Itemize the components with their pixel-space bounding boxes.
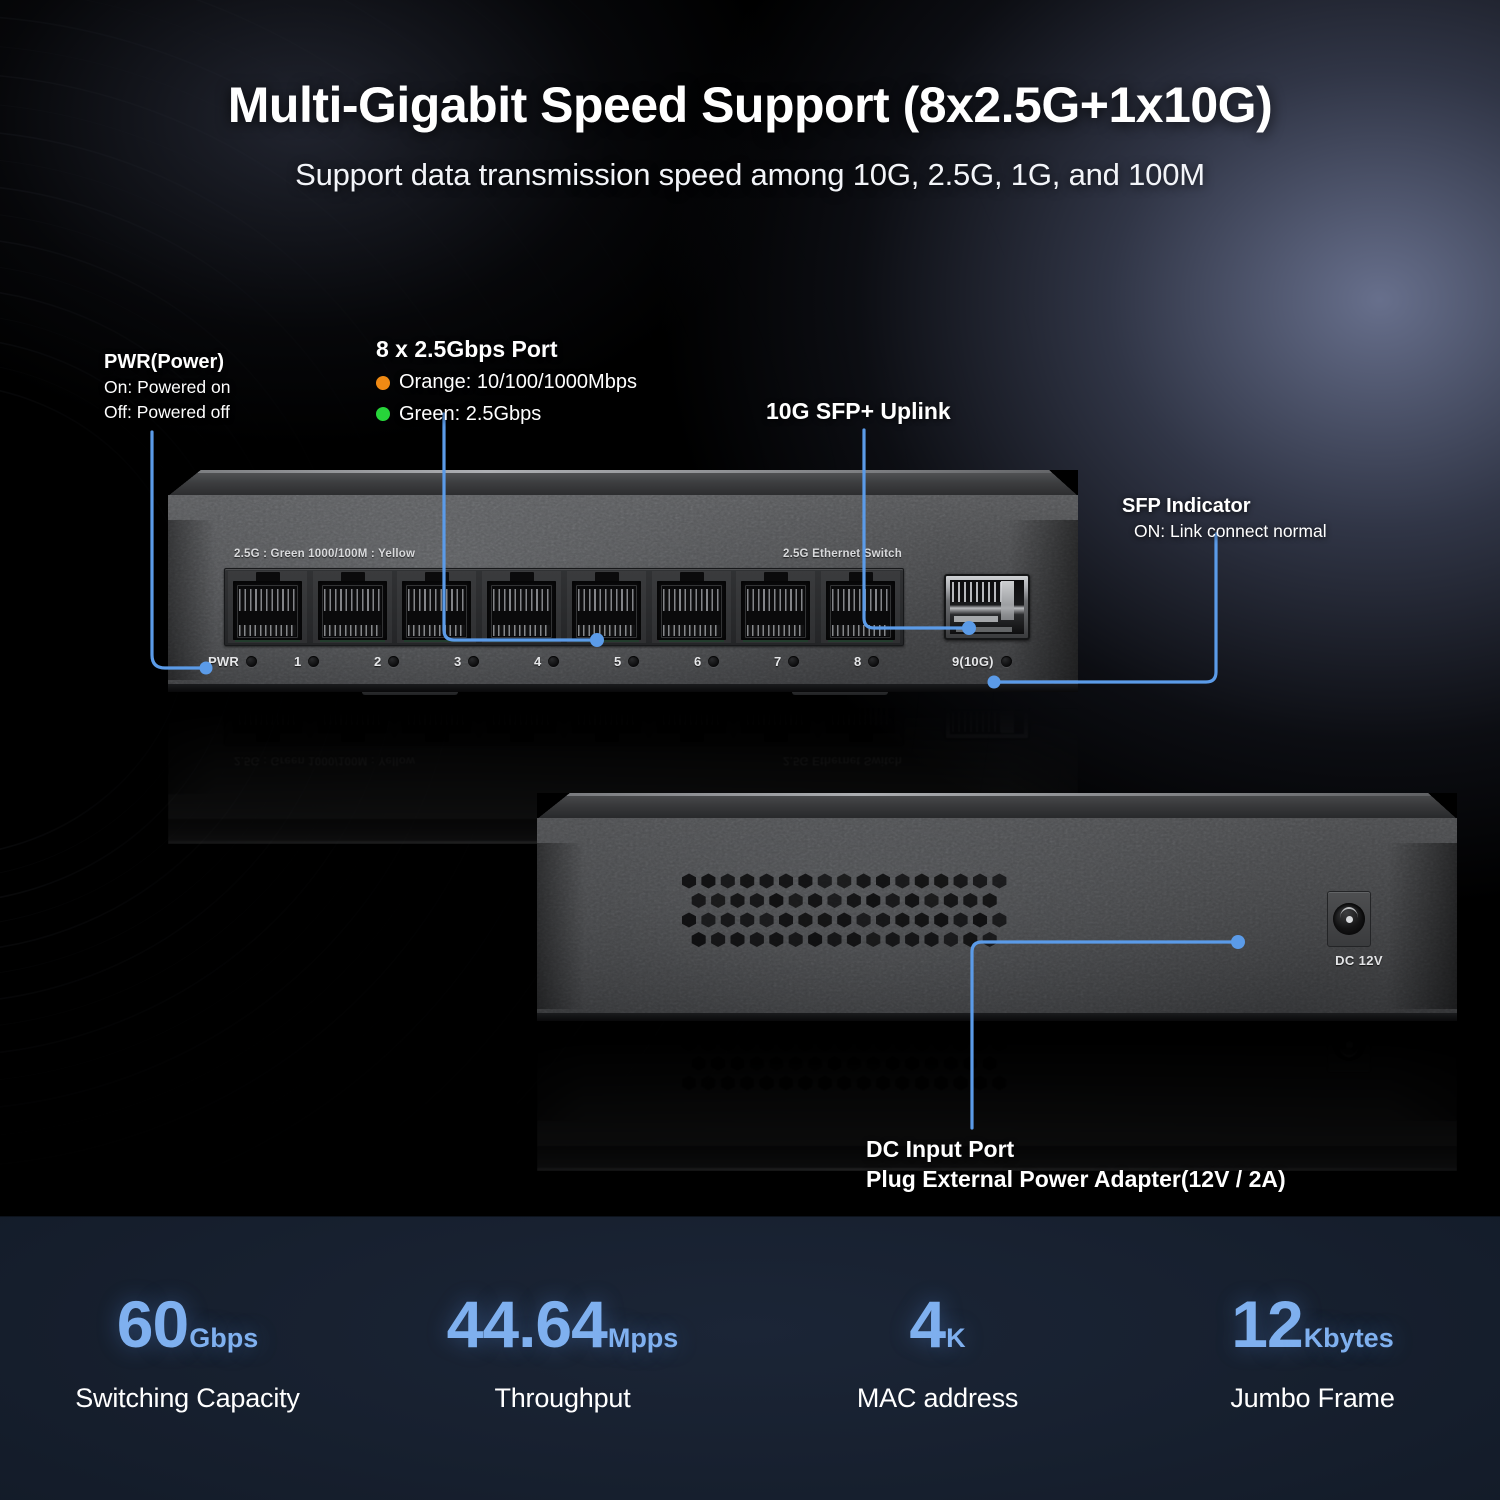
rear-honeycomb-vents bbox=[679, 871, 1017, 953]
callout-dc-input-line1: Plug External Power Adapter(12V / 2A) bbox=[866, 1164, 1286, 1194]
front-led-indicator-row: PWR 1 2 3 4 5 6 7 8 9(10G) bbox=[208, 654, 1058, 674]
led-indicator-1: 1 bbox=[294, 654, 319, 669]
callout-ports-legend-orange-row: Orange: 10/100/1000Mbps bbox=[376, 368, 637, 396]
device-front-view: 2.5G : Green 1000/100M : Yellow 2.5G Eth… bbox=[168, 470, 1078, 692]
led-indicator-4: 4 bbox=[534, 654, 559, 669]
led-label: 8 bbox=[854, 654, 861, 669]
stat-unit: Kbytes bbox=[1304, 1323, 1394, 1353]
rj45-port[interactable] bbox=[482, 571, 561, 643]
callout-dc-input-title: DC Input Port bbox=[866, 1134, 1286, 1164]
stats-grid: 60Gbps Switching Capacity 44.64Mpps Thro… bbox=[0, 1291, 1500, 1414]
callout-sfp-uplink: 10G SFP+ Uplink bbox=[766, 396, 951, 426]
front-silkscreen-left: 2.5G : Green 1000/100M : Yellow bbox=[234, 548, 415, 560]
led-indicator-7: 7 bbox=[774, 654, 799, 669]
rj45-port[interactable] bbox=[736, 571, 815, 643]
page-subtitle: Support data transmission speed among 10… bbox=[0, 157, 1500, 193]
stat-unit: Gbps bbox=[189, 1323, 258, 1353]
led-label: 1 bbox=[294, 654, 301, 669]
stat-caption: Switching Capacity bbox=[0, 1383, 375, 1414]
sfp-plus-cage[interactable] bbox=[944, 574, 1030, 640]
stat-mac-address: 4K MAC address bbox=[750, 1291, 1125, 1414]
dc-barrel-icon bbox=[1333, 903, 1365, 935]
led-indicator-pwr: PWR bbox=[208, 654, 257, 669]
stat-caption: MAC address bbox=[750, 1383, 1125, 1414]
callout-ports-legend-green: Green: 2.5Gbps bbox=[399, 400, 541, 428]
led-label: 6 bbox=[694, 654, 701, 669]
header: Multi-Gigabit Speed Support (8x2.5G+1x10… bbox=[0, 78, 1500, 193]
dc-power-jack[interactable] bbox=[1327, 891, 1371, 947]
rj45-port[interactable] bbox=[567, 571, 646, 643]
stat-caption: Jumbo Frame bbox=[1125, 1383, 1500, 1414]
callout-pwr-line1: On: Powered on bbox=[104, 375, 230, 400]
led-label: 4 bbox=[534, 654, 541, 669]
stat-value: 60Gbps bbox=[0, 1291, 375, 1357]
stat-unit: K bbox=[946, 1323, 966, 1353]
stat-switching-capacity: 60Gbps Switching Capacity bbox=[0, 1291, 375, 1414]
stat-value: 4K bbox=[750, 1291, 1125, 1357]
front-silkscreen-right: 2.5G Ethernet Switch bbox=[783, 548, 902, 560]
rj45-port[interactable] bbox=[821, 571, 900, 643]
callout-ports-title: 8 x 2.5Gbps Port bbox=[376, 334, 637, 364]
callout-sfp-indicator-line1: ON: Link connect normal bbox=[1134, 519, 1327, 544]
dc-jack-label: DC 12V bbox=[1335, 953, 1383, 968]
led-label: 7 bbox=[774, 654, 781, 669]
page-title: Multi-Gigabit Speed Support (8x2.5G+1x10… bbox=[0, 78, 1500, 133]
stat-value: 12Kbytes bbox=[1125, 1291, 1500, 1357]
led-indicator-6: 6 bbox=[694, 654, 719, 669]
callout-ports: 8 x 2.5Gbps Port Orange: 10/100/1000Mbps… bbox=[376, 334, 637, 428]
led-label: PWR bbox=[208, 654, 239, 669]
stat-throughput: 44.64Mpps Throughput bbox=[375, 1291, 750, 1414]
stat-value: 44.64Mpps bbox=[375, 1291, 750, 1357]
callout-pwr-line2: Off: Powered off bbox=[104, 400, 230, 425]
rj45-port[interactable] bbox=[228, 571, 307, 643]
callout-pwr: PWR(Power) On: Powered on Off: Powered o… bbox=[104, 349, 230, 425]
led-green-icon bbox=[376, 407, 390, 421]
device-rear-view: DC 12V bbox=[537, 793, 1457, 1021]
led-label: 9(10G) bbox=[952, 654, 994, 669]
led-indicator-2: 2 bbox=[374, 654, 399, 669]
led-label: 3 bbox=[454, 654, 461, 669]
led-indicator-5: 5 bbox=[614, 654, 639, 669]
callout-pwr-title: PWR(Power) bbox=[104, 349, 230, 375]
rj45-port[interactable] bbox=[397, 571, 476, 643]
rj45-port-bank[interactable] bbox=[224, 568, 904, 646]
led-indicator-sfp: 9(10G) bbox=[952, 654, 1012, 669]
rj45-port[interactable] bbox=[313, 571, 392, 643]
callout-sfp-uplink-title: 10G SFP+ Uplink bbox=[766, 396, 951, 426]
callout-dc-input: DC Input Port Plug External Power Adapte… bbox=[866, 1134, 1286, 1195]
stats-bar: 60Gbps Switching Capacity 44.64Mpps Thro… bbox=[0, 1216, 1500, 1500]
front-top-bevel bbox=[168, 470, 1078, 496]
callout-sfp-indicator-title: SFP Indicator bbox=[1122, 493, 1327, 519]
callout-sfp-indicator: SFP Indicator ON: Link connect normal bbox=[1122, 493, 1327, 544]
rear-top-bevel bbox=[537, 793, 1457, 819]
led-indicator-3: 3 bbox=[454, 654, 479, 669]
led-label: 2 bbox=[374, 654, 381, 669]
led-label: 5 bbox=[614, 654, 621, 669]
callout-ports-legend-orange: Orange: 10/100/1000Mbps bbox=[399, 368, 637, 396]
rj45-port[interactable] bbox=[652, 571, 731, 643]
stat-unit: Mpps bbox=[608, 1323, 679, 1353]
stat-caption: Throughput bbox=[375, 1383, 750, 1414]
led-orange-icon bbox=[376, 376, 390, 390]
callout-ports-legend-green-row: Green: 2.5Gbps bbox=[376, 400, 637, 428]
stat-jumbo-frame: 12Kbytes Jumbo Frame bbox=[1125, 1291, 1500, 1414]
led-indicator-8: 8 bbox=[854, 654, 879, 669]
